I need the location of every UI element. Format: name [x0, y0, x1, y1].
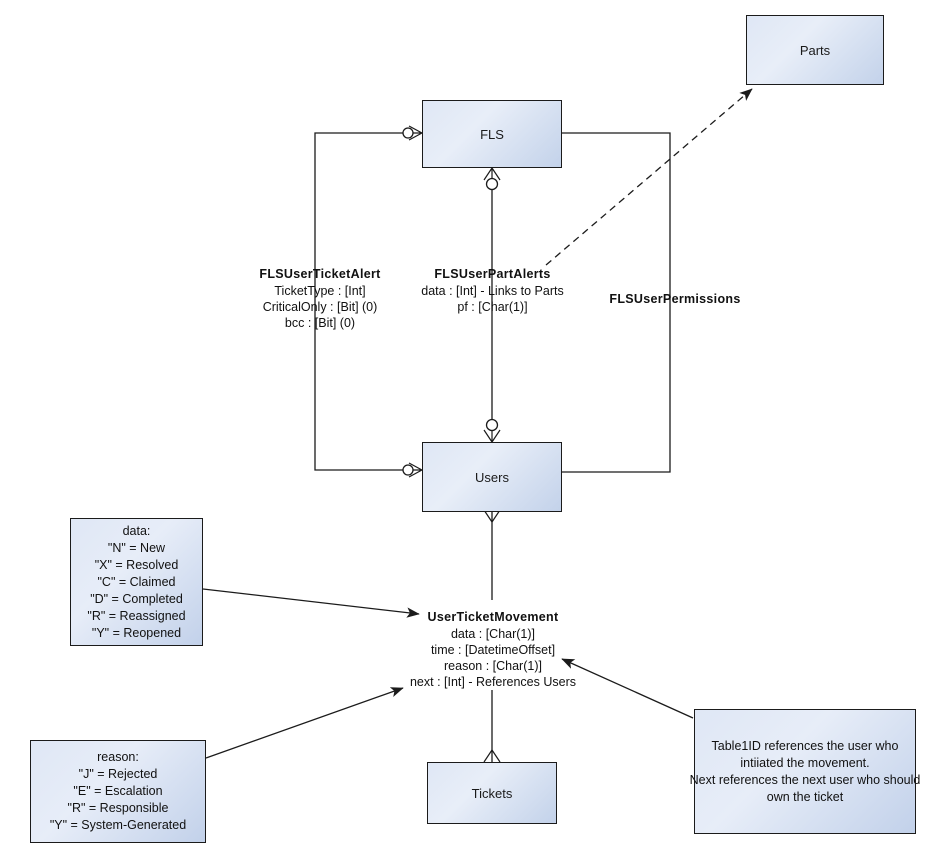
relationship-attribute: data : [Int] - Links to Parts [421, 284, 564, 298]
note-line: "J" = Rejected [78, 767, 158, 781]
entity-fls-label: FLS [480, 126, 504, 142]
relationship-title: FLSUserTicketAlert [259, 267, 381, 281]
note-line: "R" = Responsible [67, 801, 169, 815]
relationship-attribute: bcc : [Bit] (0) [284, 316, 356, 330]
entity-parts-label: Parts [799, 42, 831, 58]
entity-fls[interactable]: FLS [422, 100, 562, 168]
note-line: "D" = Completed [90, 591, 183, 606]
relationship-attribute: CriticalOnly : [Bit] (0) [262, 300, 378, 314]
relationship-title: UserTicketMovement [427, 610, 559, 624]
note-line: "E" = Escalation [73, 784, 163, 798]
note-line: "C" = Claimed [97, 574, 176, 589]
note-line: "X" = Resolved [94, 557, 179, 572]
note-line: data: [122, 523, 151, 538]
relationship-attribute: data : [Char(1)] [450, 627, 536, 641]
relationship-fls-user-part-alerts[interactable]: FLSUserPartAlerts data : [Int] - Links t… [400, 266, 585, 315]
note-data-legend[interactable]: data: "N" = New "X" = Resolved "C" = Cla… [70, 518, 203, 646]
note-line: "R" = Reassigned [87, 608, 186, 623]
note-line: Table1ID references the user who [711, 738, 899, 753]
note-reference-explanation[interactable]: Table1ID references the user who intiiat… [690, 709, 920, 834]
entity-users[interactable]: Users [422, 442, 562, 512]
relationship-attribute: next : [Int] - References Users [409, 675, 577, 689]
note-line: intiiated the movement. [740, 755, 870, 770]
relationship-attribute: TicketType : [Int] [274, 284, 366, 298]
connector-reason-note [205, 687, 404, 759]
connector-part-alerts-to-parts [545, 88, 753, 266]
relationship-fls-user-ticket-alert[interactable]: FLSUserTicketAlert TicketType : [Int] Cr… [235, 266, 405, 331]
entity-parts[interactable]: Parts [746, 15, 884, 85]
note-line: reason: [97, 750, 139, 764]
note-line: Next references the next user who should [689, 772, 921, 787]
relationship-title: FLSUserPermissions [609, 292, 741, 306]
note-line: "N" = New [107, 540, 166, 555]
relationship-attribute: pf : [Char(1)] [457, 300, 528, 314]
note-line: "Y" = Reopened [91, 625, 182, 640]
relationship-title: FLSUserPartAlerts [434, 267, 551, 281]
note-reason-legend[interactable]: reason: "J" = Rejected "E" = Escalation … [30, 740, 206, 843]
entity-users-label: Users [475, 469, 509, 485]
note-line: "Y" = System-Generated [49, 818, 187, 832]
connector-data-note [202, 588, 420, 618]
relationship-fls-user-permissions[interactable]: FLSUserPermissions [590, 291, 760, 308]
relationship-attribute: time : [DatetimeOffset] [430, 643, 556, 657]
entity-tickets[interactable]: Tickets [427, 762, 557, 824]
connector-movement-tickets [483, 690, 501, 763]
entity-tickets-label: Tickets [471, 785, 513, 801]
note-line: own the ticket [766, 789, 844, 804]
relationship-user-ticket-movement[interactable]: UserTicketMovement data : [Char(1)] time… [398, 609, 588, 690]
connector-users-movement [483, 509, 501, 600]
relationship-attribute: reason : [Char(1)] [444, 659, 542, 673]
